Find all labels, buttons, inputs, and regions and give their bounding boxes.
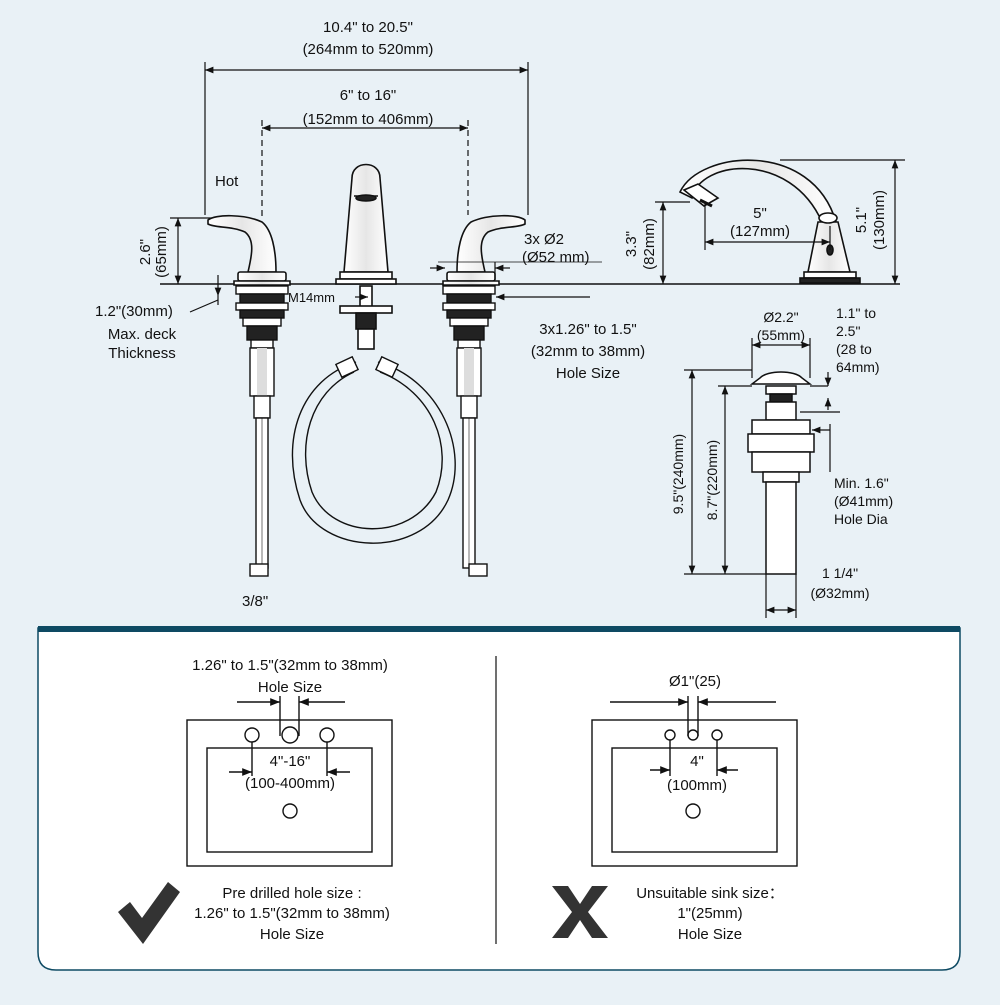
compatibility-panel xyxy=(37,626,961,971)
handle-height-label: 2.6" xyxy=(137,239,154,265)
hole-size-line-2: (32mm to 38mm) xyxy=(531,343,645,360)
deck-thickness-word: Thickness xyxy=(108,345,176,362)
center-span-label: 6" to 16" xyxy=(340,87,397,104)
left-spacing: 4"-16" xyxy=(270,753,311,770)
hole-size-line-3: Hole Size xyxy=(556,365,620,382)
right-spacing: 4" xyxy=(690,753,704,770)
thread-label: M14mm xyxy=(288,290,335,305)
handle-height-mm-label: (65mm) xyxy=(153,226,170,278)
right-spacing-mm: (100mm) xyxy=(667,777,727,794)
total-height-label: 5.1" xyxy=(853,207,870,233)
left-header-2: Hole Size xyxy=(258,679,322,696)
spout-height-label: 3.3" xyxy=(623,231,640,257)
suitable-sink xyxy=(186,696,393,867)
drain-total-label: 9.5"(240mm) xyxy=(670,434,686,514)
left-header-1: 1.26" to 1.5"(32mm to 38mm) xyxy=(192,657,388,674)
min-hole-3: Hole Dia xyxy=(834,511,888,527)
left-panel-labels: 1.26" to 1.5"(32mm to 38mm) Hole Size 4"… xyxy=(192,657,390,943)
drain-range-4: 64mm) xyxy=(836,359,880,375)
cold-valve xyxy=(442,285,496,577)
drain-dia-mm-label: (55mm) xyxy=(757,327,805,343)
check-mark-icon xyxy=(118,882,180,944)
spout-height-mm-label: (82mm) xyxy=(641,218,658,270)
min-hole-1: Min. 1.6" xyxy=(834,475,889,491)
left-spacing-mm: (100-400mm) xyxy=(245,775,335,792)
pop-up-drain xyxy=(747,371,815,575)
base-dia-label: 3x Ø2 xyxy=(524,231,564,248)
connection-hose xyxy=(291,355,456,544)
hot-label: Hot xyxy=(215,173,239,190)
hot-handle xyxy=(207,214,291,286)
reach-label: 5" xyxy=(753,205,767,222)
left-caption-1: Pre drilled hole size : xyxy=(222,885,361,902)
center-span-mm-label: (152mm to 406mm) xyxy=(303,111,434,128)
cold-handle xyxy=(442,214,526,286)
side-spout xyxy=(678,159,861,284)
drain-range-1: 1.1" to xyxy=(836,305,876,321)
faucet-drawing xyxy=(160,62,905,618)
drain-dia-label: Ø2.2" xyxy=(763,309,798,325)
right-caption-2: 1"(25mm) xyxy=(677,905,742,922)
right-caption-1: Unsuitable sink size： xyxy=(636,885,784,902)
hole-size-line-1: 3x1.26" to 1.5" xyxy=(539,321,636,338)
hot-valve xyxy=(235,285,289,577)
supply-size-label: 3/8" xyxy=(242,593,268,610)
unsuitable-sink xyxy=(591,696,798,867)
right-panel-labels: Ø1"(25) 4" (100mm) Unsuitable sink size：… xyxy=(636,673,784,943)
top-labels: 10.4" to 20.5" (264mm to 520mm) 6" to 16… xyxy=(95,19,893,610)
tailpiece-size: 1 1/4" xyxy=(822,565,858,581)
min-hole-2: (Ø41mm) xyxy=(834,493,893,509)
drain-range-2: 2.5" xyxy=(836,323,860,339)
base-dia-mm-label: (Ø52 mm) xyxy=(522,249,590,266)
overall-span-mm-label: (264mm to 520mm) xyxy=(303,41,434,58)
overall-span-label: 10.4" to 20.5" xyxy=(323,19,413,36)
deck-thickness-label: 1.2"(30mm) xyxy=(95,303,173,320)
reach-mm-label: (127mm) xyxy=(730,223,790,240)
tailpiece-size-mm: (Ø32mm) xyxy=(810,585,869,601)
left-caption-3: Hole Size xyxy=(260,926,324,943)
drain-range-3: (28 to xyxy=(836,341,872,357)
drain-body-label: 8.7"(220mm) xyxy=(704,440,720,520)
right-caption-3: Hole Size xyxy=(678,926,742,943)
total-height-mm-label: (130mm) xyxy=(871,190,888,250)
deck-max-label: Max. deck xyxy=(108,326,177,343)
cross-mark-icon xyxy=(552,886,608,938)
right-header: Ø1"(25) xyxy=(669,673,721,690)
left-caption-2: 1.26" to 1.5"(32mm to 38mm) xyxy=(194,905,390,922)
center-spout xyxy=(335,163,397,350)
